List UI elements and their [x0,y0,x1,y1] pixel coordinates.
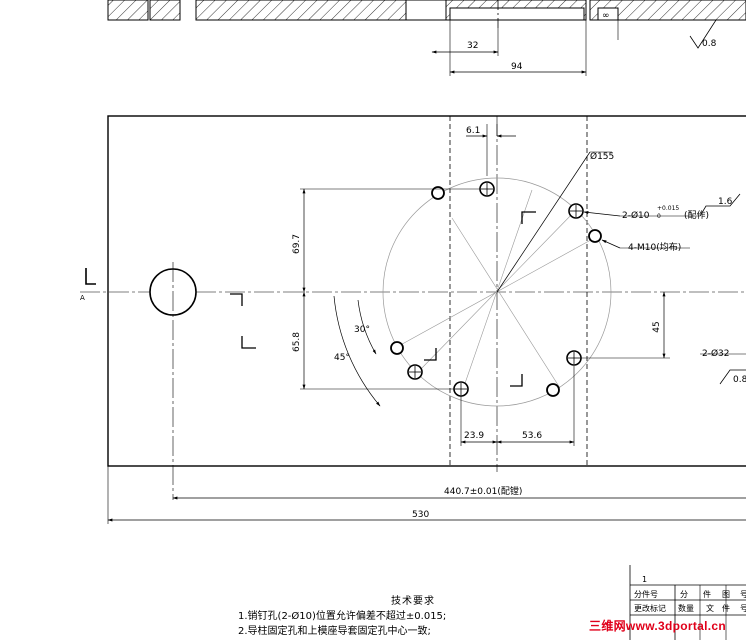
dim-pin-tolerance: +0.015 [657,205,679,212]
dim-530: 530 [412,510,429,520]
title-block-r4: 件 [722,603,730,613]
dim-440: 440.7±0.01(配镗) [444,485,522,497]
title-block-qty: 数量 [678,603,694,613]
roughness-top: 0.8 [702,39,717,49]
roughness-pin: 1.6 [718,197,733,207]
title-block [629,565,746,640]
notes-title: 技术要求 [391,596,435,607]
screw-hole [588,229,602,243]
dim-94: 94 [511,62,523,72]
dim-65-8: 65.8 [292,332,302,352]
bolt-circle [382,177,612,407]
dim-pin-tolerance-low: 0 [657,213,661,220]
title-block-row-num: 1 [642,575,647,584]
plate-outline [107,115,746,467]
dim-guide-holes: 2-Ø32 [702,348,730,359]
title-block-c4: 图 [722,590,730,599]
watermark-logo: 三维网www.3dportal.cn [589,619,726,633]
dim-angle-45: 45° [334,353,350,363]
technical-requirements: 技术要求 1.销钉孔(2-Ø10)位置允许偏差不超过±0.015; 2.导柱固定… [238,594,568,639]
dim-69-7: 69.7 [292,234,302,254]
dim-screw-holes: 4-M10(均布) [628,241,681,253]
dim-23-9: 23.9 [464,431,484,441]
title-block-r5: 号 [740,604,746,613]
notes-line-1: 1.销钉孔(2-Ø10)位置允许偏差不超过±0.015; [238,611,447,622]
plan-view [80,115,746,500]
roughness-right: 0.8 [733,375,746,385]
top-section-view [107,0,746,76]
screw-hole [390,341,404,355]
title-block-r3: 文 [706,603,714,613]
title-block-c5: 号 [740,590,746,599]
dim-53-6: 53.6 [522,431,542,441]
dim-pin-note: (配作) [684,209,709,221]
section-label: A [80,294,85,302]
notes-line-2: 2.导柱固定孔和上模座导套固定孔中心一致; [238,626,431,637]
dim-45: 45 [652,321,662,332]
dim-6-1: 6.1 [466,126,480,136]
dim-pin-holes: 2-Ø10 [622,210,650,221]
dim-32: 32 [467,41,478,51]
title-block-c2: 分 [680,590,688,599]
title-block-part-no: 分件号 [634,589,658,599]
screw-hole [431,186,445,200]
dim-angle-30: 30° [354,325,370,335]
dim-infinity: ∞ [602,11,610,21]
dimension-lines [107,124,746,524]
dim-bolt-circle: Ø155 [590,151,614,162]
title-block-change-mark: 更改标记 [634,603,666,613]
title-block-c3: 件 [703,589,711,599]
screw-hole [546,383,560,397]
